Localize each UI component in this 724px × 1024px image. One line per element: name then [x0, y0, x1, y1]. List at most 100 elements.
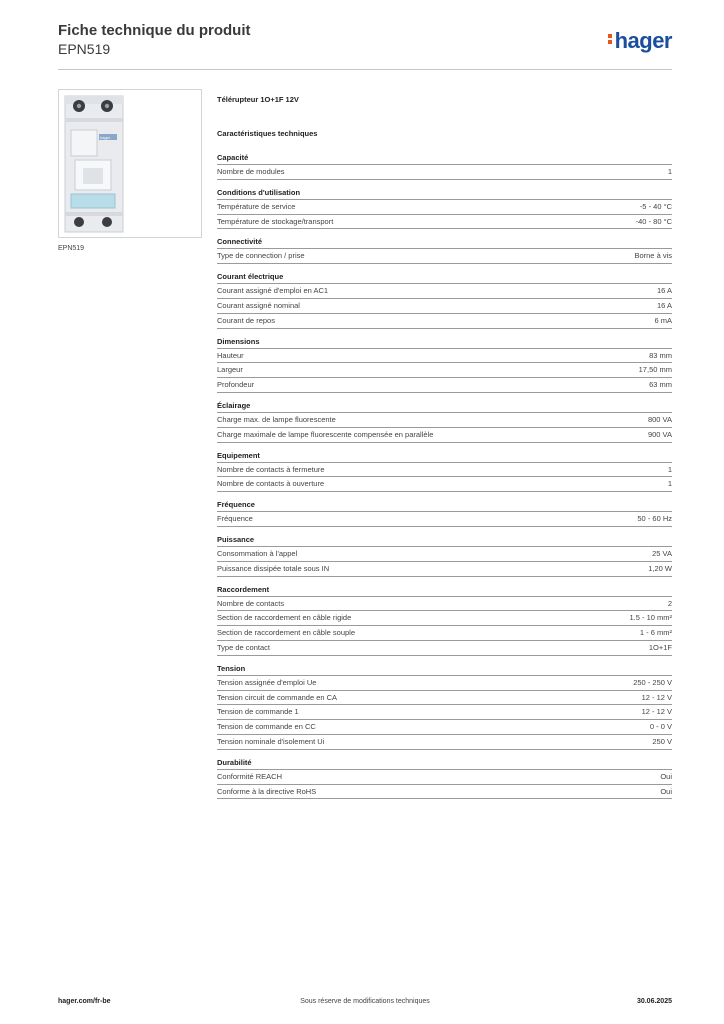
- spec-label: Température de service: [217, 201, 296, 211]
- section-title: Courant électrique: [217, 272, 672, 285]
- spec-value: 1: [667, 479, 672, 489]
- spec-value: Borne à vis: [634, 251, 672, 261]
- spec-row: Conformité REACH Oui: [217, 770, 672, 785]
- spec-value: -5 - 40 °C: [639, 201, 672, 211]
- section-title: Raccordement: [217, 585, 672, 597]
- spec-label: Courant de repos: [217, 315, 275, 325]
- spec-value: 50 - 60 Hz: [637, 514, 672, 524]
- spec-label: Tension circuit de commande en CA: [217, 692, 338, 702]
- spec-value: 1: [667, 167, 672, 176]
- spec-row: Type de connection / prise Borne à vis: [217, 249, 672, 265]
- section-title: Éclairage: [217, 401, 672, 413]
- spec-row: Profondeur 63 mm: [217, 378, 672, 393]
- logo-text: hager: [614, 28, 673, 53]
- spec-label: Tension de commande en CC: [217, 722, 316, 732]
- document-title: Fiche technique du produit: [58, 22, 251, 39]
- spec-label: Courant assigné d'emploi en AC1: [217, 286, 329, 296]
- spec-row: Charge maximale de lampe fluorescente co…: [217, 428, 672, 443]
- spec-value: 16 A: [656, 286, 672, 296]
- spec-value: -40 - 80 °C: [635, 216, 672, 226]
- spec-label: Section de raccordement en câble rigide: [217, 613, 352, 623]
- section-title: Conditions d'utilisation: [217, 188, 672, 200]
- spec-label: Courant assigné nominal: [217, 300, 300, 310]
- spec-row: Température de stockage/transport -40 - 8…: [217, 215, 672, 230]
- spec-value: 6 mA: [654, 315, 672, 325]
- spec-label: Profondeur: [217, 380, 255, 390]
- spec-value: 250 - 250 V: [633, 677, 672, 687]
- spec-value: 16 A: [656, 300, 672, 310]
- spec-label: Charge maximale de lampe fluorescente co…: [217, 429, 434, 439]
- svg-text:hager: hager: [100, 135, 111, 140]
- spec-row: Nombre de contacts à ouverture 1: [217, 477, 672, 493]
- spec-row: Température de service -5 - 40 °C: [217, 200, 672, 215]
- hager-logo: hager: [607, 28, 673, 54]
- section-title: Capacité: [217, 153, 672, 165]
- spec-label: Conformité REACH: [217, 771, 283, 781]
- spec-value: 1: [667, 464, 672, 474]
- product-specifications: Télérupteur 1O+1F 12V Caractéristiques t…: [217, 95, 672, 800]
- spec-value: 25 VA: [652, 548, 672, 558]
- footer-disclaimer: Sous réserve de modifications techniques: [300, 998, 430, 1005]
- spec-label: Largeur: [217, 365, 243, 375]
- spec-row: Tension circuit de commande en CA 12 - 12…: [217, 691, 672, 706]
- spec-row: Courant de repos 6 mA: [217, 314, 672, 329]
- spec-value: 1.5 - 10 mm²: [629, 613, 672, 623]
- spec-row: Courant assigné d'emploi en AC1 16 A: [217, 284, 672, 299]
- spec-label: Tension de commande 1: [217, 707, 299, 717]
- page-footer: hager.com/fr-be Sous réserve de modifica…: [58, 998, 672, 1012]
- spec-label: Nombre de contacts à ouverture: [217, 479, 325, 489]
- spec-label: Conforme à la directive RoHS: [217, 786, 317, 796]
- spec-label: Type de connection / prise: [217, 251, 305, 261]
- spec-label: Tension nominale d'isolement Ui: [217, 736, 325, 746]
- spec-label: Nombre de modules: [217, 167, 285, 176]
- section-title: Equipement: [217, 451, 672, 463]
- spec-value: 63 mm: [649, 380, 672, 390]
- spec-label: Tension assignée d'emploi Ue: [217, 677, 317, 687]
- spec-row: Courant assigné nominal 16 A: [217, 299, 672, 314]
- spec-row: Consommation à l'appel 25 VA: [217, 547, 672, 562]
- spec-value: 250 V: [652, 736, 672, 746]
- product-image: hager: [58, 89, 202, 238]
- spec-label: Charge max. de lampe fluorescente: [217, 414, 336, 424]
- header-divider: [58, 69, 672, 70]
- spec-value: Oui: [660, 786, 672, 796]
- spec-value: 800 VA: [647, 414, 672, 424]
- spec-row: Conforme à la directive RoHS Oui: [217, 785, 672, 800]
- section-title: Durabilité: [217, 758, 672, 770]
- spec-label: Consommation à l'appel: [217, 548, 298, 558]
- spec-label: Section de raccordement en câble souple: [217, 628, 356, 638]
- section-title: Fréquence: [217, 500, 672, 513]
- spec-row: Nombre de modules 1: [217, 165, 672, 180]
- footer-date: 30.06.2025: [636, 998, 672, 1005]
- spec-label: Nombre de contacts à fermeture: [217, 464, 325, 474]
- spec-value: 12 - 12 V: [641, 692, 672, 702]
- contactor-device-icon: hager: [64, 95, 124, 233]
- spec-label: Puissance dissipée totale sous IN: [217, 563, 330, 573]
- spec-label: Température de stockage/transport: [217, 216, 334, 226]
- spec-row: Section de raccordement en câble rigide 1…: [217, 611, 672, 627]
- product-name: Télérupteur 1O+1F 12V: [217, 95, 299, 104]
- footer-website-link[interactable]: hager.com/fr-be: [58, 998, 111, 1005]
- logo-dots-icon: [607, 32, 613, 46]
- spec-label: Hauteur: [217, 350, 244, 360]
- spec-value: Oui: [660, 771, 672, 781]
- spec-value: 0 - 0 V: [649, 722, 672, 732]
- spec-value: 1 - 6 mm²: [639, 628, 672, 638]
- spec-row: Section de raccordement en câble souple 1…: [217, 626, 672, 641]
